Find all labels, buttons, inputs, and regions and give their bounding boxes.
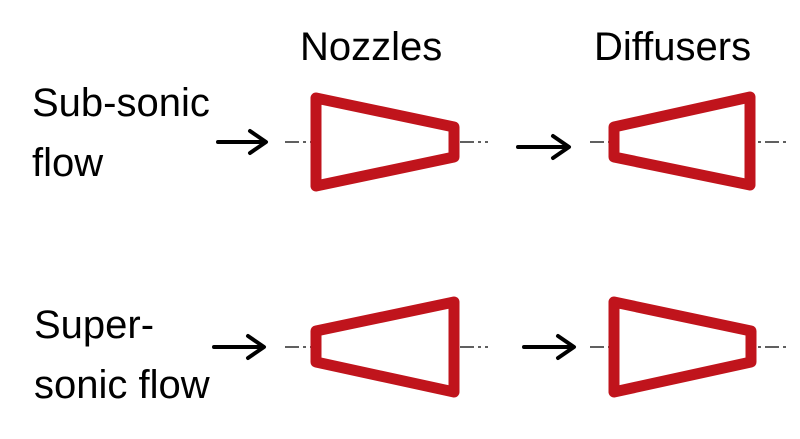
column-header-diffusers: Diffusers xyxy=(594,25,752,69)
flow-arrow-icon xyxy=(522,334,576,360)
subsonic-diffuser-diverging-shape xyxy=(608,91,756,191)
row-label-supersonic-line1: Super- xyxy=(34,303,155,347)
supersonic-nozzle-diverging-shape xyxy=(310,296,460,398)
flow-arrow-icon xyxy=(516,134,571,160)
column-header-nozzles: Nozzles xyxy=(300,25,443,69)
subsonic-nozzle-converging-shape xyxy=(310,92,460,192)
supersonic-diffuser-converging-shape xyxy=(608,296,757,398)
flow-arrow-icon xyxy=(216,129,268,155)
row-label-subsonic-line1: Sub-sonic xyxy=(32,81,210,125)
row-label-supersonic-line2: sonic flow xyxy=(34,363,210,407)
flow-arrow-icon xyxy=(212,334,266,360)
row-label-subsonic-line2: flow xyxy=(32,141,104,185)
